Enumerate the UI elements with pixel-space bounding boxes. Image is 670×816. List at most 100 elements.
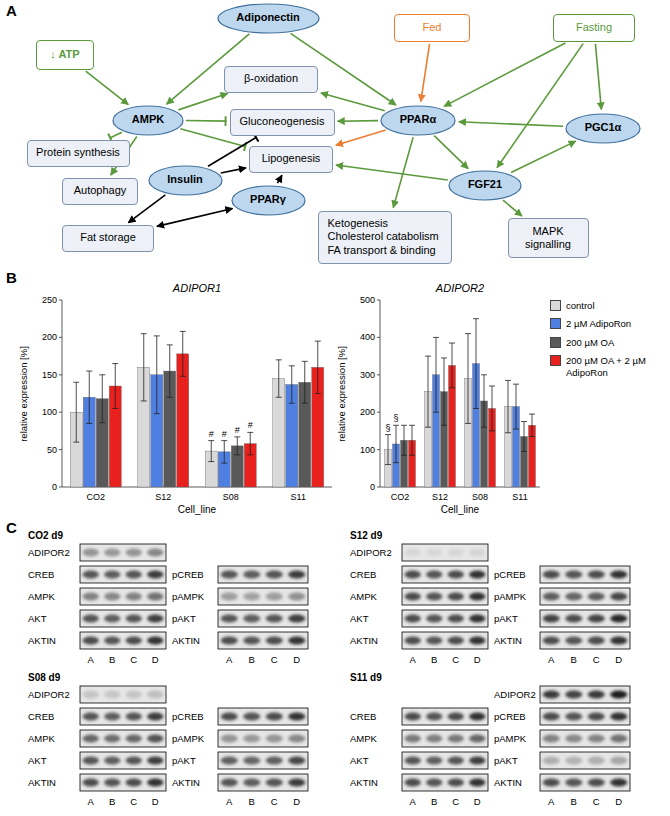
blot-band	[266, 779, 283, 787]
category-label: S08	[223, 492, 239, 502]
tick-label: 400	[360, 332, 375, 342]
blot-band	[426, 779, 442, 787]
blot-band	[448, 779, 464, 787]
blot-band	[588, 735, 605, 743]
blot-band	[565, 713, 582, 721]
error-bar	[433, 337, 439, 412]
blot-band	[147, 779, 163, 787]
error-bar	[513, 384, 519, 429]
blot-band	[83, 735, 99, 743]
blot-band	[288, 615, 305, 623]
connector	[497, 44, 583, 168]
error-cap	[433, 412, 439, 413]
node-text: Adiponectin	[236, 11, 300, 24]
blot-band	[221, 571, 238, 579]
blot-band	[147, 757, 163, 765]
error-bar	[73, 382, 79, 442]
error-cap	[112, 408, 118, 409]
blot-band	[405, 549, 421, 557]
error-line	[388, 435, 389, 465]
process-box: Ketogenesis Cholesterol catabolism FA tr…	[318, 211, 452, 264]
blot-band	[565, 779, 582, 787]
error-bar	[112, 364, 118, 409]
tick-mark	[377, 374, 380, 375]
blot-band	[543, 757, 560, 765]
node-text: MAPK signalling	[517, 225, 579, 251]
blot-strip	[540, 730, 630, 747]
protein-label: AKT	[28, 613, 46, 624]
tick-mark	[377, 412, 380, 413]
lane-label: A	[410, 797, 416, 808]
blot-panel	[80, 686, 308, 791]
blot-strip	[80, 566, 166, 583]
blot-strip	[80, 752, 166, 769]
lane-label: A	[226, 655, 232, 666]
blot-band	[288, 757, 305, 765]
error-line	[444, 358, 445, 425]
error-cap	[247, 432, 253, 433]
blot-band	[588, 779, 605, 787]
blot-band	[565, 757, 582, 765]
ellipse-shape	[566, 114, 640, 143]
lane-label: C	[130, 655, 137, 666]
blot-band	[221, 713, 238, 721]
blot-band	[104, 691, 120, 699]
error-bar	[99, 375, 105, 423]
condition-box: Fed	[394, 14, 470, 42]
protein-label: AKTIN	[172, 777, 200, 788]
error-bar	[276, 360, 282, 397]
lane-label: C	[593, 797, 600, 808]
blot-band	[543, 571, 560, 579]
blot-band	[243, 571, 260, 579]
error-cap	[302, 361, 308, 362]
error-bar	[473, 319, 479, 409]
error-cap	[315, 341, 321, 342]
error-cap	[180, 331, 186, 332]
blot-band	[243, 779, 260, 787]
blot-strip	[80, 686, 166, 703]
blot-strip	[540, 610, 630, 627]
blot-band	[243, 637, 260, 645]
error-cap	[234, 436, 240, 437]
error-bar	[167, 345, 173, 397]
error-cap	[529, 414, 535, 415]
blot-band	[610, 757, 627, 765]
error-bar	[141, 334, 147, 401]
axis-title: relative expression [%]	[337, 346, 348, 442]
protein-label: pAKT	[494, 613, 518, 624]
error-bar	[315, 341, 321, 393]
blot-band	[243, 713, 260, 721]
tick-label: 100	[360, 444, 375, 454]
error-cap	[154, 335, 160, 336]
blot-strip	[80, 708, 166, 725]
blot-band	[104, 713, 120, 721]
blot-band	[266, 571, 283, 579]
protein-label: pAKT	[172, 613, 196, 624]
legend-swatch	[550, 300, 561, 311]
error-cap	[221, 440, 227, 441]
blot-band	[448, 757, 464, 765]
error-bar	[401, 425, 407, 455]
lane-label: B	[249, 655, 255, 666]
blot-band	[543, 615, 560, 623]
node-text: PPARα	[400, 113, 437, 126]
blot-band	[610, 779, 627, 787]
connector	[503, 200, 522, 216]
signal-ellipse: Insulin	[148, 165, 223, 196]
error-line	[428, 356, 429, 427]
signal-ellipse: AMPK	[112, 105, 184, 136]
category-label: S12	[432, 492, 448, 502]
error-cap	[521, 421, 527, 422]
protein-label: ADIPOR2	[28, 547, 70, 558]
process-box: MAPK signalling	[508, 218, 589, 258]
protein-label: CREB	[350, 711, 376, 722]
error-line	[436, 337, 437, 412]
blot-band	[288, 637, 305, 645]
chart-title: ADIPOR1	[173, 282, 221, 295]
legend-swatch	[550, 318, 561, 329]
blot-band	[588, 637, 605, 645]
error-bar	[180, 331, 186, 376]
blot-strip	[80, 588, 166, 605]
error-line	[169, 345, 170, 397]
protein-label: AKT	[28, 755, 46, 766]
